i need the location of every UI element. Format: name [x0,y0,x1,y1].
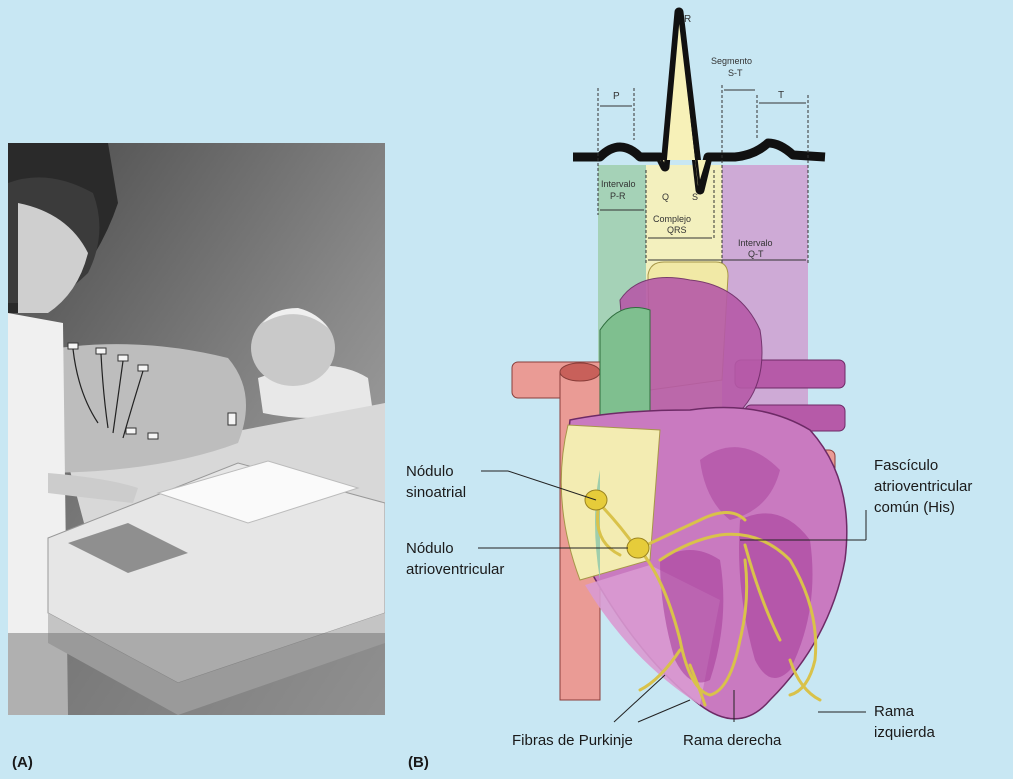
av-node-label-1: Nódulo [406,540,454,557]
sa-node-label-1: Nódulo [406,463,454,480]
atrioventricular-node [627,538,649,558]
ecg-p-label: P [613,91,620,102]
ecg-complejo-label-1: Complejo [653,214,691,224]
ecg-q-label: Q [662,192,669,202]
ecg-r-label: R [684,14,691,25]
left-branch-label-2: izquierda [874,724,936,741]
av-node-label-2: atrioventricular [406,561,504,578]
right-branch-label: Rama derecha [683,732,782,749]
his-label-2: atrioventricular [874,478,972,495]
ecg-s-label: S [692,192,698,202]
his-label-1: Fascículo [874,457,938,474]
ecg-st-label: S-T [728,68,743,78]
his-label-3: común (His) [874,499,955,516]
ecg-qt-label-1: Intervalo [738,238,773,248]
sa-node-label-2: sinoatrial [406,484,466,501]
left-branch-label-1: Rama [874,703,915,720]
ecg-t-label: T [778,90,784,101]
ecg-pr-label-2: P-R [610,191,626,201]
ecg-qt-label-2: Q-T [748,249,764,259]
purkinje-label: Fibras de Purkinje [512,732,633,749]
ecg-segmento-label: Segmento [711,56,752,66]
ecg-complejo-label-2: QRS [667,225,687,235]
ecg-pr-label-1: Intervalo [601,179,636,189]
